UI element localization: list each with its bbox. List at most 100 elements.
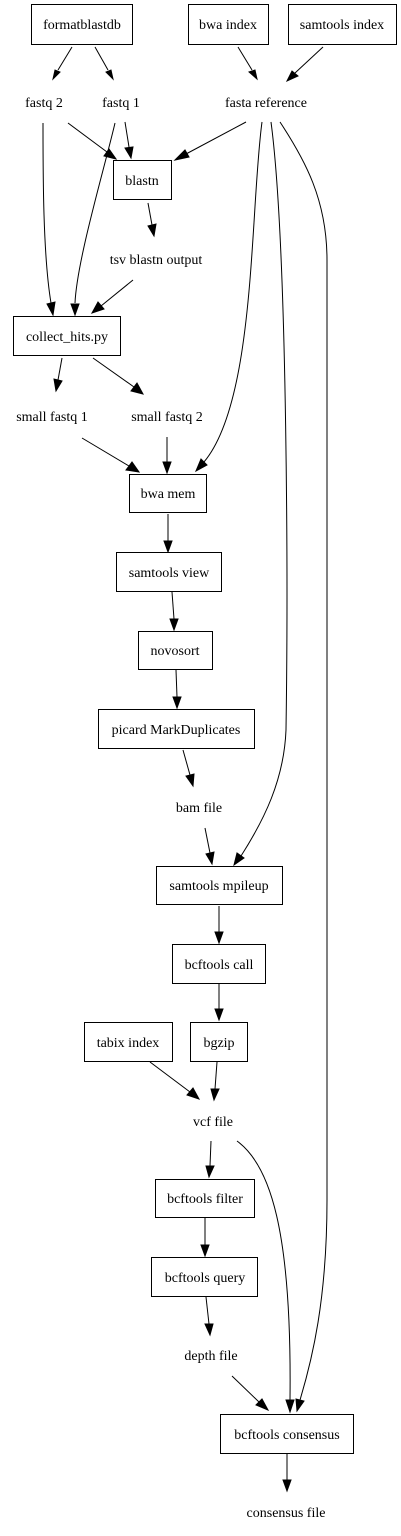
node-samtools-view: samtools view — [116, 552, 222, 592]
node-bgzip: bgzip — [190, 1022, 248, 1062]
edge-samtoolsview-novosort — [171, 591, 175, 620]
edge-fastq1-blastn — [124, 121, 130, 148]
edge-vcf-consensus — [236, 1140, 291, 1401]
arrowhead-bcftoolsquery — [200, 1244, 210, 1258]
node-tabix-index: tabix index — [84, 1022, 173, 1062]
edge-novosort-picard — [175, 669, 178, 698]
edge-query-depthfile — [205, 1296, 210, 1325]
label-collect-hits: collect_hits.py — [26, 330, 108, 345]
edge-smallfastq1-bwamem — [81, 437, 130, 467]
edge-depthfile-consensus — [231, 1375, 260, 1403]
label-fastq1: fastq 1 — [102, 96, 140, 111]
edges — [42, 46, 328, 1480]
arrowhead-fastq1 — [105, 69, 114, 81]
arrowhead-collecthits-from-tsv — [90, 301, 105, 314]
edge-fastq2-blastn — [67, 122, 108, 153]
arrowhead-samtoolsview — [163, 540, 173, 554]
arrowhead-bcftoolsfilter — [205, 1165, 215, 1179]
edge-bamfile-mpileup — [204, 827, 211, 854]
arrowhead-bgzip — [214, 1008, 224, 1022]
edge-picard-bamfile — [182, 749, 191, 776]
arrowhead-blastn-from-fastq1 — [124, 146, 134, 160]
label-bwa-index: bwa index — [199, 18, 257, 33]
label-depth-file: depth file — [184, 1349, 237, 1364]
edge-tsv-collecthits — [100, 279, 134, 307]
label-fasta-reference: fasta reference — [225, 96, 307, 111]
edge-formatblastdb-fastq1 — [94, 46, 109, 71]
arrowhead-consensus-from-depthfile — [255, 1398, 270, 1412]
node-samtools-mpileup: samtools mpileup — [156, 866, 283, 905]
arrowhead-consensus-from-fastaref — [295, 1398, 305, 1413]
label-vcf-file: vcf file — [193, 1115, 233, 1130]
arrowhead-collecthits-from-fastq2 — [46, 301, 56, 317]
label-bcftools-call: bcftools call — [185, 958, 254, 973]
label-bcftools-consensus: bcftools consensus — [234, 1428, 339, 1443]
label-blastn: blastn — [125, 174, 158, 189]
edge-formatblastdb-fastq2 — [57, 46, 73, 71]
edge-tabix-vcf — [149, 1061, 191, 1093]
label-picard-markduplicates: picard MarkDuplicates — [112, 723, 241, 738]
edge-collecthits-smallfastq2 — [92, 357, 135, 388]
arrowhead-fastaref-from-samtoolsindex — [285, 70, 299, 83]
arrowhead-bwamem-from-smallfastq1 — [125, 461, 141, 473]
node-bcftools-consensus: bcftools consensus — [220, 1414, 354, 1454]
arrowhead-picard — [172, 696, 182, 710]
label-tabix-index: tabix index — [97, 1036, 160, 1051]
label-samtools-mpileup: samtools mpileup — [169, 879, 268, 894]
label-small-fastq1: small fastq 1 — [16, 410, 88, 425]
node-formatblastdb: formatblastdb — [31, 4, 133, 45]
edge-fastaref-bwamem — [203, 121, 263, 463]
arrowhead-blastn-from-fastaref — [173, 149, 190, 161]
edge-bwaindex-fastaref — [237, 46, 253, 71]
label-formatblastdb: formatblastdb — [43, 18, 121, 33]
arrowhead-depthfile — [204, 1323, 214, 1337]
arrowhead-smallfastq1 — [53, 378, 63, 393]
label-bcftools-query: bcftools query — [165, 1271, 245, 1286]
label-bwa-mem: bwa mem — [141, 487, 196, 502]
label-samtools-index: samtools index — [300, 18, 384, 33]
arrowhead-mpileup-from-fastaref — [233, 852, 245, 867]
node-bcftools-query: bcftools query — [151, 1257, 258, 1297]
node-novosort: novosort — [138, 631, 213, 670]
node-blastn: blastn — [113, 160, 172, 200]
arrowhead-mpileup-from-bamfile — [205, 851, 215, 866]
label-bam-file: bam file — [176, 801, 222, 816]
node-collect-hits: collect_hits.py — [13, 316, 121, 356]
arrowhead-fastq2 — [52, 69, 61, 81]
arrowhead-collecthits-from-fastq1 — [70, 303, 80, 317]
node-bwa-index: bwa index — [188, 4, 269, 45]
arrowhead-vcf-from-tabix — [186, 1087, 201, 1100]
edge-fastq1-collecthits — [74, 122, 116, 304]
edge-bgzip-vcf — [214, 1061, 218, 1090]
edge-fastq2-collecthits — [42, 122, 52, 304]
node-samtools-index: samtools index — [288, 4, 397, 45]
label-bcftools-filter: bcftools filter — [167, 1192, 243, 1207]
node-bcftools-filter: bcftools filter — [155, 1179, 255, 1218]
label-tsv-blastn-output: tsv blastn output — [110, 253, 203, 268]
label-small-fastq2: small fastq 2 — [131, 410, 203, 425]
arrowhead-smallfastq2 — [130, 382, 144, 395]
arrowhead-bamfile — [185, 773, 195, 788]
node-bwa-mem: bwa mem — [129, 474, 207, 513]
node-bcftools-call: bcftools call — [172, 944, 266, 984]
arrowhead-bcftoolscall — [214, 931, 224, 945]
edge-collecthits-smallfastq1 — [57, 357, 63, 381]
label-fastq2: fastq 2 — [25, 96, 63, 111]
label-samtools-view: samtools view — [129, 566, 210, 581]
edge-blastn-tsv — [147, 202, 153, 226]
edge-fastaref-mpileup — [240, 121, 288, 857]
arrowhead-bwamem-from-smallfastq2 — [162, 461, 172, 475]
arrowhead-vcf-from-bgzip — [210, 1088, 220, 1102]
edge-fastaref-consensus — [279, 121, 328, 1401]
edge-vcf-bcftoolsfilter — [209, 1140, 212, 1167]
label-consensus-file: consensus file — [247, 1506, 326, 1521]
label-novosort: novosort — [151, 644, 200, 659]
arrowhead-consensus-from-vcf — [285, 1399, 295, 1414]
edge-samtoolsindex-fastaref — [294, 46, 324, 74]
arrowhead-tsv — [147, 223, 157, 238]
arrowheads — [46, 69, 305, 1493]
label-bgzip: bgzip — [203, 1036, 234, 1051]
arrowhead-bwamem-from-fastaref — [194, 458, 208, 473]
arrowhead-consensusfile — [282, 1479, 292, 1493]
